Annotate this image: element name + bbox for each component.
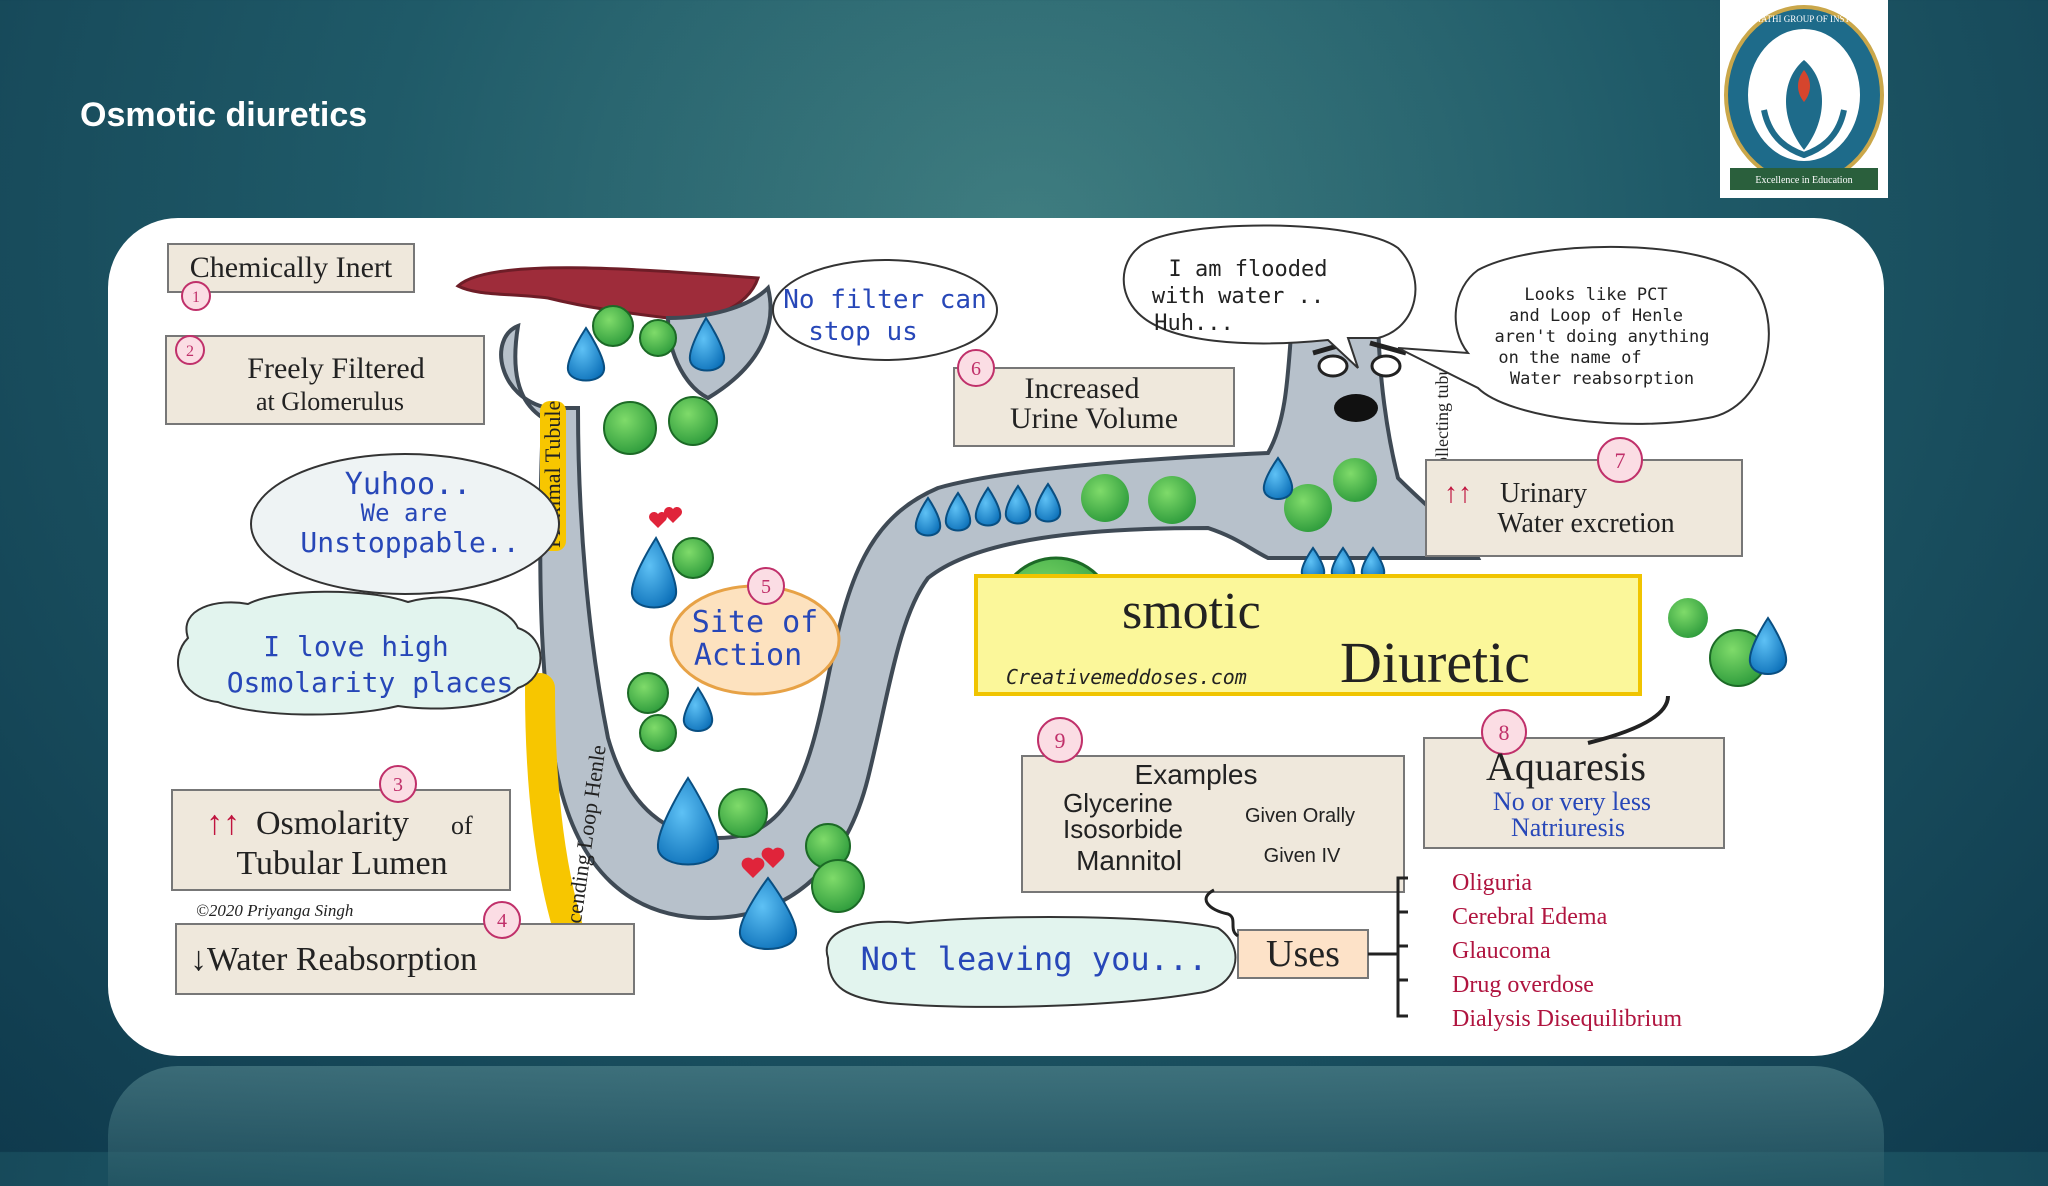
example-given-iv: Given IV <box>1264 845 1341 867</box>
urinary-arrows: ↑↑ <box>1444 478 1472 509</box>
site-line2: Action <box>694 638 802 673</box>
osmolarity-box <box>171 789 511 891</box>
collecting-tubule-face <box>1312 340 1407 422</box>
no-filter-line1: No filter can <box>783 285 987 315</box>
uses-box <box>1237 929 1369 979</box>
example-glycerine: Glycerine <box>1063 788 1173 818</box>
banner-word2: Diuretic <box>1340 630 1530 695</box>
card-reflection <box>108 1066 1884 1186</box>
tubular-lumen-text: Tubular Lumen <box>236 845 447 882</box>
osmolarity-text: Osmolarity <box>256 805 409 842</box>
number-7: 7 <box>1615 448 1626 473</box>
yuhoo-line3: Unstoppable.. <box>300 526 519 559</box>
urine-volume-box <box>953 367 1235 447</box>
no-filter-line2: stop us <box>808 317 918 347</box>
chemically-inert-text: Chemically Inert <box>190 251 393 284</box>
urinary-line1: Urinary <box>1500 478 1587 509</box>
nephron-tubule <box>499 306 1482 921</box>
yuhoo-line1: Yuhoo.. <box>345 467 471 502</box>
number-8: 8 <box>1499 720 1510 745</box>
number-2: 2 <box>186 343 194 360</box>
copyright-text: ©2020 Priyanga Singh <box>196 901 353 920</box>
flooded-line1: I am flooded <box>1169 257 1328 282</box>
number-6: 6 <box>971 358 981 380</box>
diagram-card: Collecting tubule <box>108 218 1884 1056</box>
water-reabsorption-text: ↓Water Reabsorption <box>190 941 477 978</box>
flooded-line3: Huh... <box>1154 311 1233 336</box>
collecting-tubule-label: Collecting tubule <box>1432 354 1452 478</box>
osmotic-diuretic-illustration: Collecting tubule <box>165 224 1788 1032</box>
heart-icons <box>649 507 785 878</box>
examples-box <box>1021 755 1405 893</box>
osmolarity-arrows: ↑↑ <box>206 805 240 842</box>
pct-bubble <box>1397 245 1770 425</box>
slide-title: Osmotic diuretics <box>80 96 368 134</box>
use-item-5: Dialysis Disequilibrium <box>1452 1006 1682 1032</box>
examples-heading: Examples <box>1135 759 1258 790</box>
aquaresis-line1: No or very less <box>1493 787 1651 816</box>
not-leaving-text: Not leaving you... <box>861 940 1208 978</box>
urinary-line2: Water excretion <box>1497 508 1674 539</box>
aquaresis-title: Aquaresis <box>1486 744 1646 789</box>
aquaresis-line2: Natriuresis <box>1511 813 1625 842</box>
freely-filtered-box <box>165 335 485 425</box>
not-leaving-bubble <box>825 915 1237 1008</box>
number-5: 5 <box>761 576 771 598</box>
use-item-3: Glaucoma <box>1452 938 1551 964</box>
love-line2: Osmolarity places <box>227 666 514 699</box>
urinary-excretion-box <box>1425 459 1743 557</box>
yuhoo-bubble <box>250 453 560 595</box>
freely-filtered-line2: at Glomerulus <box>256 387 404 416</box>
pct-line3: aren't doing anything <box>1495 327 1710 347</box>
love-line1: I love high <box>263 630 448 663</box>
use-item-1: Oliguria <box>1452 870 1532 896</box>
use-item-4: Drug overdose <box>1452 972 1594 998</box>
pct-line5: Water reabsorption <box>1510 369 1694 389</box>
aquaresis-box <box>1423 737 1725 849</box>
flooded-bubble <box>1122 224 1417 369</box>
yuhoo-line2: We are <box>361 499 448 527</box>
urine-line2: Urine Volume <box>1010 402 1178 435</box>
freely-filtered-line1: Freely Filtered <box>247 352 424 385</box>
love-osmolarity-bubble <box>177 590 542 716</box>
number-3: 3 <box>393 774 403 796</box>
urine-line1: Increased <box>1025 372 1140 405</box>
pct-line1: Looks like PCT <box>1524 285 1667 305</box>
water-drops <box>566 316 1788 950</box>
uses-label: Uses <box>1266 933 1340 975</box>
number-1: 1 <box>192 289 200 306</box>
example-mannitol: Mannitol <box>1076 845 1182 876</box>
pct-line4: on the name of <box>1498 348 1641 368</box>
flooded-line2: with water .. <box>1152 284 1324 309</box>
number-9: 9 <box>1055 728 1066 753</box>
logo-motto: Excellence in Education <box>1755 175 1852 186</box>
example-given-orally: Given Orally <box>1245 805 1355 827</box>
banner-word1: smotic <box>1122 583 1261 640</box>
site-line1: Site of <box>692 605 818 640</box>
uses-bracket <box>1368 876 1408 1018</box>
water-reabsorption-box <box>175 923 635 995</box>
logo-ring-text: JYOTHISMATHI GROUP OF INSTITUTIONS <box>1720 14 1888 24</box>
number-4: 4 <box>497 910 507 932</box>
use-item-2: Cerebral Edema <box>1452 904 1608 930</box>
osmotic-diuretic-banner <box>974 574 1642 696</box>
banner-site: Creativemeddoses.com <box>1006 665 1247 689</box>
osmolarity-of: of <box>451 811 473 840</box>
chemically-inert-box <box>167 243 415 293</box>
pct-line2: and Loop of Henle <box>1509 306 1683 326</box>
no-filter-bubble <box>772 259 998 361</box>
example-isosorbide: Isosorbide <box>1063 814 1183 844</box>
aquaresis-arrow <box>1587 695 1670 745</box>
institution-logo: Excellence in Education JYOTHISMATHI GRO… <box>1717 0 1891 198</box>
